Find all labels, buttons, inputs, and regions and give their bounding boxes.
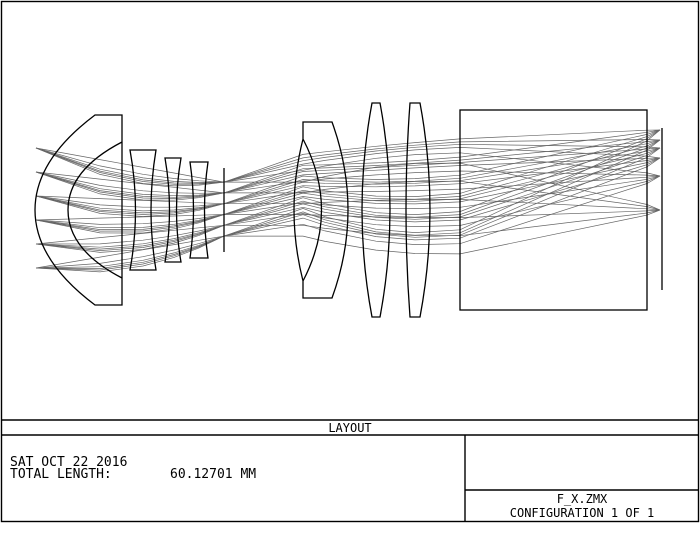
ray-trace bbox=[35, 139, 661, 185]
outer-border bbox=[0, 0, 700, 523]
lens-element-7-biconvex bbox=[405, 102, 431, 318]
lens-element-1-meniscus bbox=[34, 114, 123, 306]
drawing-frame bbox=[0, 0, 700, 523]
lens-element-2 bbox=[129, 149, 157, 271]
prism-block bbox=[459, 109, 648, 311]
configuration-label: CONFIGURATION 1 OF 1 bbox=[510, 506, 655, 520]
lens-element-3 bbox=[164, 157, 182, 263]
plot-title: LAYOUT bbox=[328, 421, 371, 435]
lens-elements bbox=[34, 102, 663, 318]
total-length-label: TOTAL LENGTH: bbox=[10, 467, 112, 482]
ray-trace bbox=[35, 129, 661, 187]
plot-date: SAT OCT 22 2016 bbox=[10, 455, 127, 470]
lens-element-6-biconvex bbox=[361, 102, 391, 318]
lens-element-4 bbox=[189, 161, 209, 259]
file-name: F_X.ZMX bbox=[557, 492, 608, 506]
total-length-value: 60.12701 MM bbox=[170, 467, 256, 482]
lens-element-5-doublet bbox=[293, 121, 349, 299]
